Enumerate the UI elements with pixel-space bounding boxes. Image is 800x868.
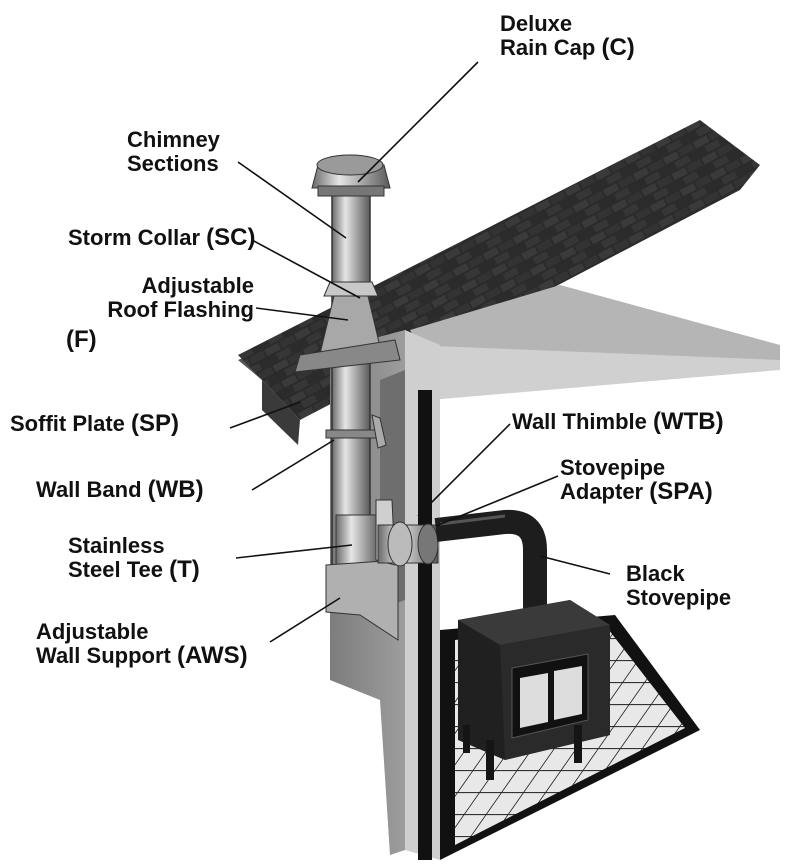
label-adjustable-wall-support: Adjustable Wall Support (AWS) xyxy=(36,619,248,669)
leader-wall-thimble xyxy=(417,423,511,517)
label-soffit-plate: Soffit Plate (SP) xyxy=(10,410,180,437)
label-wall-band: Wall Band (WB) xyxy=(36,476,204,503)
label-chimney-sections: Chimney Sections xyxy=(127,127,220,176)
leader-black-stovepipe xyxy=(539,555,611,575)
leader-roof-flashing xyxy=(255,307,349,321)
leader-wall-band xyxy=(251,439,335,491)
label-roof-flashing: Adjustable Roof Flashing xyxy=(107,273,254,322)
leader-wall-support xyxy=(269,597,341,643)
leader-chimney-sections xyxy=(237,161,347,239)
wall-thimble-assembly xyxy=(377,521,439,567)
black-stovepipe xyxy=(434,509,547,625)
leader-lines xyxy=(229,61,611,643)
wood-stove xyxy=(458,600,610,780)
label-storm-collar: Storm Collar (SC) xyxy=(68,224,256,251)
label-stainless-steel-tee: Stainless Steel Tee (T) xyxy=(68,533,200,583)
leader-tee xyxy=(235,544,353,559)
label-black-stovepipe: Black Stovepipe xyxy=(626,561,732,610)
leader-soffit-plate xyxy=(229,401,301,429)
label-stovepipe-adapter: Stovepipe Adapter (SPA) xyxy=(560,455,713,505)
leader-rain-cap xyxy=(357,61,479,183)
label-deluxe-rain-cap: Deluxe Rain Cap (C) xyxy=(500,11,635,61)
leader-stovepipe-adapter xyxy=(435,475,559,527)
label-wall-thimble: Wall Thimble (WTB) xyxy=(512,408,724,435)
leader-storm-collar xyxy=(251,239,361,299)
label-roof-flashing-code: (F) xyxy=(66,326,97,353)
